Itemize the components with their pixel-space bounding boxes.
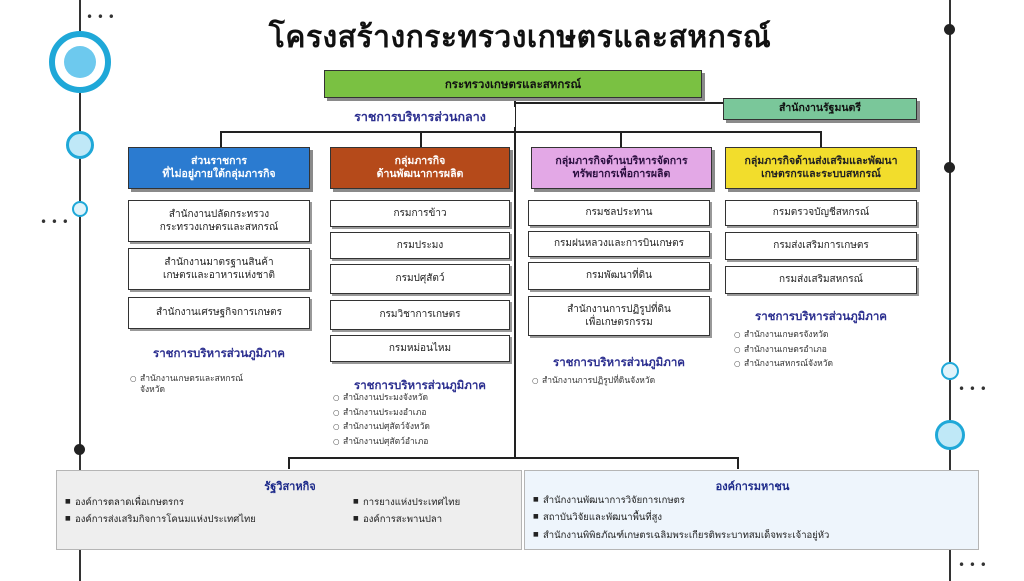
unit-box: กรมพัฒนาที่ดิน <box>528 262 710 290</box>
public-organization-item: สำนักงานพัฒนาการวิจัยการเกษตร <box>533 495 973 506</box>
connector-line <box>220 131 820 133</box>
public-organization-list: สำนักงานพัฒนาการวิจัยการเกษตร สถาบันวิจั… <box>533 495 973 547</box>
state-enterprise-item: องค์การตลาดเพื่อเกษตรกร <box>65 497 345 508</box>
dots-decoration: • • • <box>958 382 987 396</box>
unit-box: กรมปศุสัตว์ <box>330 264 510 294</box>
unit-box: สำนักงานเศรษฐกิจการเกษตร <box>128 297 310 329</box>
circle-icon <box>935 420 965 450</box>
ministry-box: กระทรวงเกษตรและสหกรณ์ <box>324 70 702 98</box>
group-header-resource: กลุ่มภารกิจด้านบริหารจัดการ ทรัพยากรเพื่… <box>531 147 712 189</box>
state-enterprise-list-left: องค์การตลาดเพื่อเกษตรกร องค์การส่งเสริมก… <box>65 497 345 532</box>
dot-icon <box>944 24 955 35</box>
region-title: ราชการบริหารส่วนภูมิภาค <box>153 346 285 360</box>
dots-decoration: • • • <box>958 558 987 572</box>
small-circle-icon <box>941 362 959 380</box>
region-title: ราชการบริหารส่วนภูมิภาค <box>755 309 887 323</box>
central-admin-label: ราชการบริหารส่วนกลาง <box>325 107 515 127</box>
region-item: สำนักงานเกษตรและสหกรณ์ จังหวัด <box>130 374 310 395</box>
connector-line <box>820 131 822 147</box>
region-item: สำนักงานปศุสัตว์อำเภอ <box>333 437 511 448</box>
connector-line <box>514 100 516 458</box>
unit-box: กรมประมง <box>330 232 510 259</box>
region-item: สำนักงานสหกรณ์จังหวัด <box>734 359 917 370</box>
connector-line <box>514 102 724 104</box>
unit-box: กรมวิชาการเกษตร <box>330 300 510 330</box>
unit-box: สำนักงานการปฏิรูปที่ดิน เพื่อเกษตรกรรม <box>528 296 710 336</box>
region-item: สำนักงานเกษตรอำเภอ <box>734 345 917 356</box>
left-vertical-deco-line <box>79 0 81 581</box>
connector-line <box>288 457 738 459</box>
unit-label: กรมตรวจบัญชีสหกรณ์ <box>772 207 870 219</box>
dot-icon <box>944 162 955 173</box>
region-item: สำนักงานปศุสัตว์จังหวัด <box>333 422 511 433</box>
public-organization-item: สถาบันวิจัยและพัฒนาพื้นที่สูง <box>533 512 973 523</box>
connector-line <box>420 131 422 147</box>
dots-decoration: • • • <box>40 215 69 229</box>
unit-label: กรมการข้าว <box>393 207 447 219</box>
unit-box: กรมชลประทาน <box>528 200 710 226</box>
unit-box: สำนักงานปลัดกระทรวง กระทรวงเกษตรและสหกรณ… <box>128 200 310 242</box>
unit-label: กรมประมง <box>396 239 444 251</box>
state-enterprise-title: รัฐวิสาหกิจ <box>264 480 316 493</box>
unit-box: กรมฝนหลวงและการบินเกษตร <box>528 231 710 257</box>
connector-line <box>737 457 739 469</box>
page-title: โครงสร้างกระทรวงเกษตรและสหกรณ์ <box>268 20 772 55</box>
dot-icon <box>74 444 85 455</box>
group-header-promotion: กลุ่มภารกิจด้านส่งเสริมและพัฒนา เกษตรกรแ… <box>725 147 917 189</box>
unit-box: กรมการข้าว <box>330 200 510 227</box>
minister-office-box: สำนักงานรัฐมนตรี <box>723 98 917 120</box>
small-circle-icon <box>72 201 88 217</box>
unit-box: กรมส่งเสริมการเกษตร <box>725 232 917 260</box>
unit-box: กรมตรวจบัญชีสหกรณ์ <box>725 200 917 226</box>
state-enterprise-panel: รัฐวิสาหกิจ องค์การตลาดเพื่อเกษตรกร องค์… <box>56 470 522 550</box>
state-enterprise-item: องค์การส่งเสริมกิจการโคนมแห่งประเทศไทย <box>65 514 345 525</box>
connector-line <box>220 131 222 147</box>
region-list: สำนักงานการปฏิรูปที่ดินจังหวัด <box>532 376 712 391</box>
unit-label: สำนักงานการปฏิรูปที่ดิน เพื่อเกษตรกรรม <box>567 303 671 329</box>
big-circle-inner-icon <box>64 46 96 78</box>
unit-box: กรมส่งเสริมสหกรณ์ <box>725 266 917 294</box>
group-header-label: กลุ่มภารกิจด้านส่งเสริมและพัฒนา เกษตรกรแ… <box>744 154 898 180</box>
unit-label: กรมชลประทาน <box>585 207 653 219</box>
ministry-label: กระทรวงเกษตรและสหกรณ์ <box>444 76 582 91</box>
right-vertical-deco-line <box>949 0 951 581</box>
unit-label: กรมฝนหลวงและการบินเกษตร <box>553 238 685 250</box>
unit-label: กรมส่งเสริมการเกษตร <box>773 240 869 252</box>
region-title: ราชการบริหารส่วนภูมิภาค <box>553 355 685 369</box>
public-organization-item: สำนักงานพิพิธภัณฑ์เกษตรเฉลิมพระเกียรติพร… <box>533 530 973 541</box>
region-title: ราชการบริหารส่วนภูมิภาค <box>354 378 486 392</box>
group-header-non-mission: ส่วนราชการ ที่ไม่อยู่ภายใต้กลุ่มภารกิจ <box>128 147 310 189</box>
unit-label: สำนักงานมาตรฐานสินค้า เกษตรและอาหารแห่งช… <box>163 256 275 282</box>
unit-box: กรมหม่อนไหม <box>330 335 510 362</box>
small-circle-icon <box>66 131 94 159</box>
unit-label: กรมหม่อนไหม <box>388 342 452 354</box>
group-header-label: กลุ่มภารกิจ ด้านพัฒนาการผลิต <box>376 154 464 180</box>
group-header-label: ส่วนราชการ ที่ไม่อยู่ภายใต้กลุ่มภารกิจ <box>162 154 276 180</box>
unit-label: กรมวิชาการเกษตร <box>379 309 461 321</box>
group-header-production: กลุ่มภารกิจ ด้านพัฒนาการผลิต <box>330 147 510 189</box>
state-enterprise-list-right: การยางแห่งประเทศไทย องค์การสะพานปลา <box>353 497 518 532</box>
unit-label: กรมส่งเสริมสหกรณ์ <box>779 274 863 286</box>
region-item: สำนักงานการปฏิรูปที่ดินจังหวัด <box>532 376 712 387</box>
state-enterprise-item: การยางแห่งประเทศไทย <box>353 497 518 508</box>
group-header-label: กลุ่มภารกิจด้านบริหารจัดการ ทรัพยากรเพื่… <box>555 154 688 180</box>
region-item: สำนักงานเกษตรจังหวัด <box>734 330 917 341</box>
dots-decoration: • • • <box>86 10 115 24</box>
unit-label: สำนักงานเศรษฐกิจการเกษตร <box>155 307 283 319</box>
region-item: สำนักงานประมงจังหวัด <box>333 393 511 404</box>
unit-label: กรมพัฒนาที่ดิน <box>585 270 652 282</box>
region-list: สำนักงานเกษตรจังหวัด สำนักงานเกษตรอำเภอ … <box>734 330 917 374</box>
minister-office-label: สำนักงานรัฐมนตรี <box>778 102 862 115</box>
region-item: สำนักงานประมงอำเภอ <box>333 408 511 419</box>
unit-label: สำนักงานปลัดกระทรวง กระทรวงเกษตรและสหกรณ… <box>159 208 279 234</box>
state-enterprise-item: องค์การสะพานปลา <box>353 514 518 525</box>
region-list: สำนักงานประมงจังหวัด สำนักงานประมงอำเภอ … <box>333 393 511 452</box>
public-organization-panel: องค์การมหาชน สำนักงานพัฒนาการวิจัยการเกษ… <box>524 470 979 550</box>
connector-line <box>288 457 290 469</box>
unit-box: สำนักงานมาตรฐานสินค้า เกษตรและอาหารแห่งช… <box>128 248 310 290</box>
unit-label: กรมปศุสัตว์ <box>395 273 445 285</box>
connector-line <box>620 131 622 147</box>
public-organization-title: องค์การมหาชน <box>715 480 790 493</box>
region-list: สำนักงานเกษตรและสหกรณ์ จังหวัด <box>130 364 310 409</box>
